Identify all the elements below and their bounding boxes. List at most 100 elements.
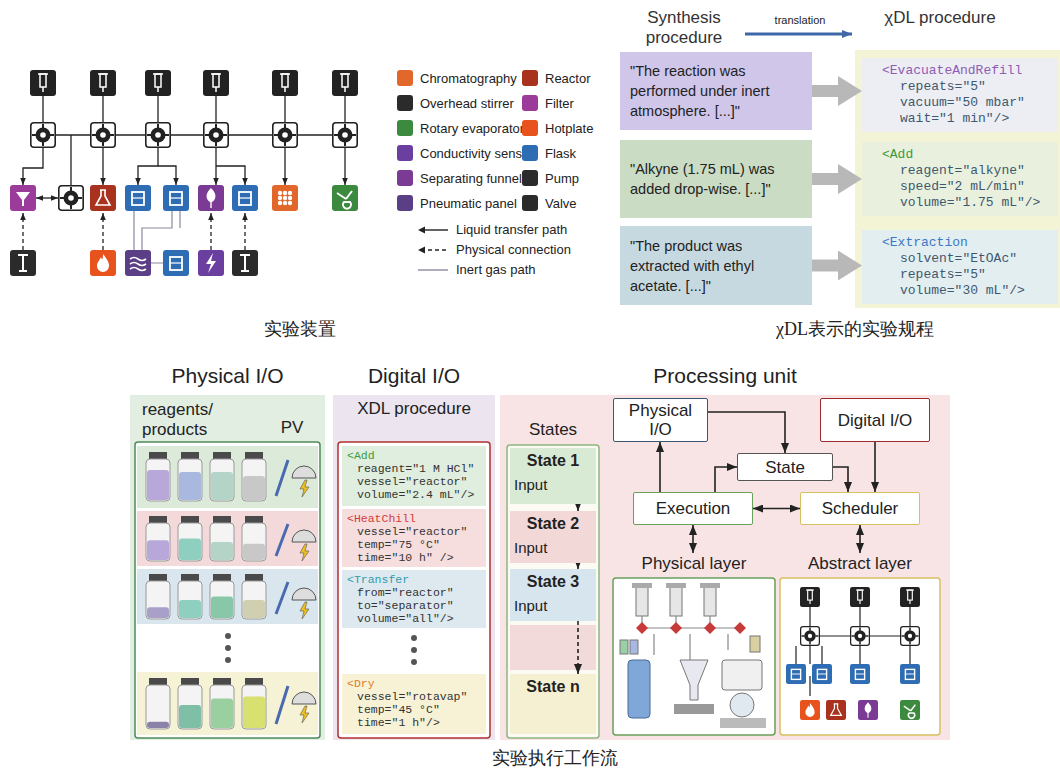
platform-schematic-part [204,123,228,147]
node-title: Physical layer [613,554,775,574]
node-title: States [507,420,599,440]
reagent-bottles-part [147,722,169,728]
platform-schematic-part-part [210,213,211,250]
platform-schematic-part-part [102,213,103,250]
physical-layer-illustration-part [636,586,716,616]
reagent-bottles-part [181,452,199,459]
panel-grounds-part [137,511,318,566]
xdl-code-box: <Addreagent="alkyne"speed="2 mL/min"volu… [862,142,1058,216]
column-heading: Synthesis procedure [626,8,742,48]
reagent-bottles-part [300,480,309,497]
node-text: vessel="reactor" [357,525,482,538]
process-box: State [737,453,833,481]
reagent-bottles-part [146,685,170,729]
panel-grounds-part [333,395,495,740]
legend-swatch [397,170,413,186]
reagent-bottles-part [146,459,170,501]
synthesis-text-box: "Alkyne (1.75 mL) was added drop-wise. [… [620,140,812,218]
node-title: State 1 [514,451,592,471]
panel-grounds-part-part [411,647,417,653]
legend-text: Rotary evaporator [420,121,524,136]
platform-schematic-part [232,185,258,211]
platform-schematic-part-part [344,148,345,185]
panel-grounds-part-part [411,635,417,641]
node-text: XDL procedure [353,399,475,419]
reagent-bottles-part [276,686,288,724]
reagent-bottles-part [276,460,288,496]
flow-arrow [577,621,579,674]
legend-text: Physical connection [456,242,571,257]
physical-layer-illustration-part-part [750,636,760,652]
legend-swatch [397,70,413,86]
xdl-step-block: <HeatChillvessel="reactor"temp="75 °C"ti… [342,509,486,567]
legend-item: Flask [522,145,576,161]
platform-schematic-part [198,250,224,276]
platform-schematic-part-part [43,134,345,135]
reagent-bottles-part [213,452,231,459]
abstract-layer-illustration-part [851,627,870,646]
legend-item: Filter [522,95,574,111]
xdl-step-block: <Transferfrom="reactor"to="separator"vol… [342,570,486,628]
abstract-layer-illustration-part [800,700,820,720]
reagent-bottles-part [243,544,265,560]
node-title: Digital I/O [333,364,495,388]
node-text: from="reactor" [357,586,482,599]
reagent-bottles-part [147,607,169,618]
panel-grounds-part-part [225,657,231,663]
abstract-layer-illustration-part [801,627,820,646]
platform-schematic-part [31,123,55,147]
legend-text: Conductivity sensor [420,146,533,161]
legend-text: Overhead stirrer [420,96,514,111]
node-text: volume="all"/> [357,612,482,625]
physical-layer-illustration-part [730,693,754,717]
translation-arrow [745,34,852,35]
abstract-layer-illustration-part [900,664,920,684]
physical-layer-illustration-part [642,616,740,660]
node-text: reagent="1 M HCl" [357,462,482,475]
figure-caption: 实验装置 [240,319,360,340]
state-band: State n [510,674,596,734]
platform-schematic-part [273,123,297,147]
platform-schematic-part [10,185,36,211]
abstract-layer-illustration-part [850,664,870,684]
legend-swatch [522,95,538,111]
chevron-head [842,265,862,266]
abstract-layer-illustration-part [850,587,870,607]
node-text: solvent="EtOAc" [900,251,1054,267]
panel-grounds-part [411,635,417,665]
translation-chevron [812,260,842,272]
legend-line-sample [418,245,448,255]
panel-grounds-part [510,625,596,670]
node-text: repeats="5" [900,79,1054,95]
legend-swatch [397,95,413,111]
reagent-bottles-part [179,600,201,618]
reagent-bottles-part [243,697,265,729]
legend-item: Hotplate [522,120,593,136]
legend-item: Rotary evaporator [397,120,524,136]
reagent-bottles-part [178,459,202,501]
platform-schematic-part [203,70,229,96]
reagent-bottles-part [242,523,266,561]
reagent-bottles-part [211,542,233,560]
node-title: "Alkyne (1.75 mL) was added drop-wise. [… [630,159,802,199]
panel-grounds-part [137,446,318,508]
node-title: <Add [882,147,1054,163]
node-text: time="10 h" /> [357,551,482,564]
panel-grounds-part-part [225,645,231,651]
legend-swatch [397,120,413,136]
reagent-bottles-part [181,678,199,685]
flow-arrow [874,442,876,492]
panel-grounds-part [137,672,318,735]
node-text: time="1 h"/> [357,716,482,729]
panel-grounds-part [338,442,490,738]
platform-schematic-part [90,70,116,96]
node-text: Input [514,538,564,558]
text-holder: "The reaction was performed under inert … [630,61,802,121]
reagent-bottles-part [276,582,288,614]
platform-schematic-part [30,70,56,96]
platform-schematic-part [332,185,358,211]
platform-schematic-part [272,185,298,211]
reagent-bottles-part [213,678,231,685]
physical-layer-illustration-part [680,660,708,700]
legend-item: Separating funnel [397,170,522,186]
